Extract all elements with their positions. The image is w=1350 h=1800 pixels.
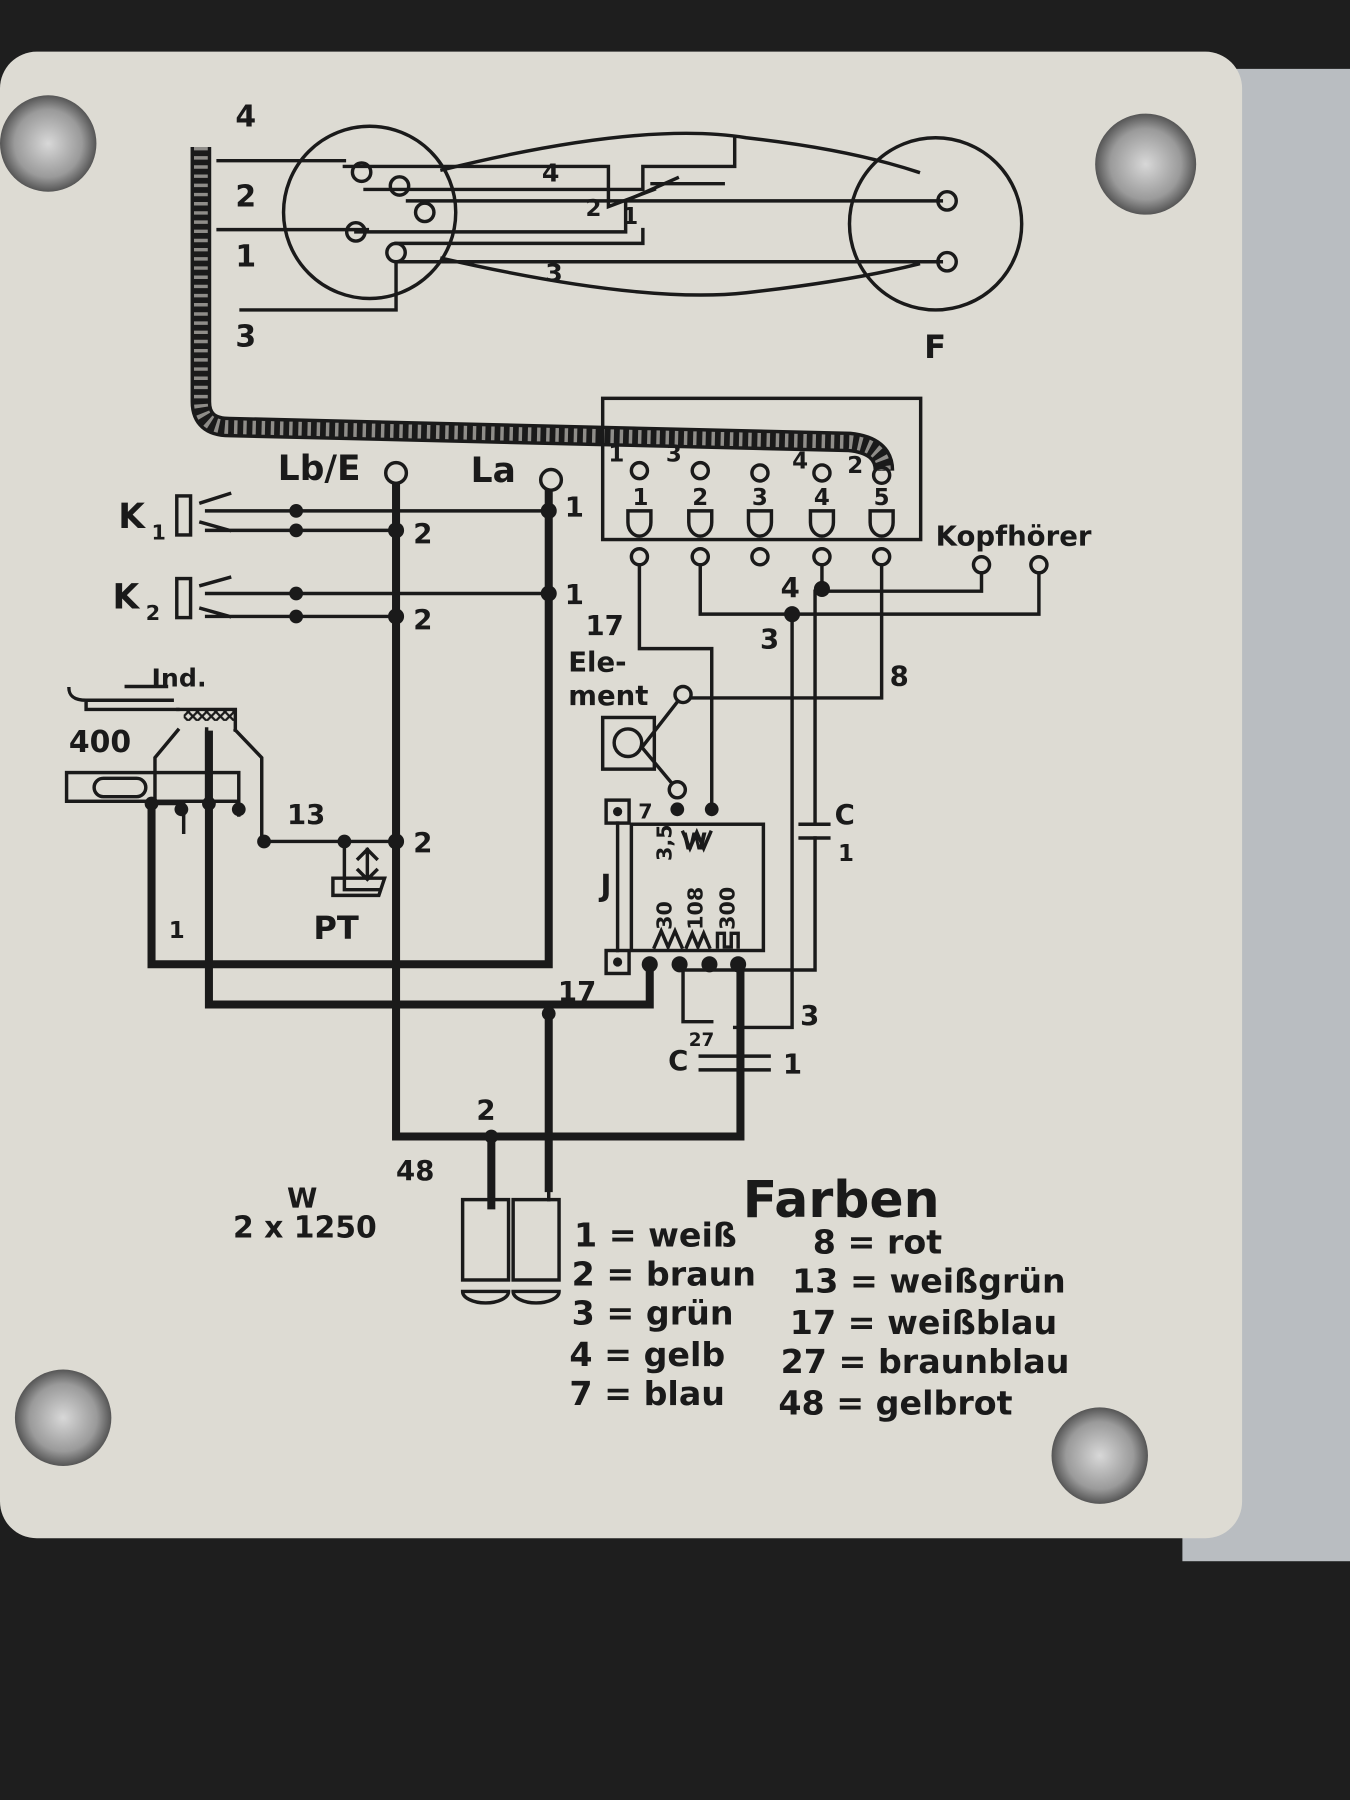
k1-subscript: 1	[152, 521, 166, 545]
wire-label: 3	[800, 1000, 819, 1032]
lb-e-label: Lb/E	[278, 449, 361, 489]
wire-label: 1	[565, 579, 584, 611]
element-label: Ele-	[568, 647, 626, 679]
k2-label: K	[113, 577, 141, 617]
winding-value: 30	[653, 901, 677, 930]
wire-label: 4	[235, 99, 256, 134]
legend-item: 27 = braunblau	[781, 1342, 1070, 1381]
legend-item: 3 = grün	[572, 1294, 734, 1333]
color-legend: Farben 1 = weiß 2 = braun 3 = grün 4 = g…	[569, 1170, 1069, 1422]
resistor-label: 400	[69, 725, 131, 760]
w-value: 2 x 1250	[233, 1211, 377, 1246]
legend-item: 2 = braun	[572, 1255, 756, 1294]
wire-label: 13	[287, 799, 325, 831]
element-label: ment	[568, 680, 648, 712]
w-label: W	[287, 1183, 317, 1215]
terminal-label: 2	[847, 453, 863, 479]
legend-item: 7 = blau	[569, 1374, 725, 1413]
headphones-label: Kopfhörer	[936, 520, 1092, 552]
legend-item: 4 = gelb	[569, 1335, 725, 1374]
legend-item: 48 = gelbrot	[778, 1383, 1012, 1422]
wire-label: 1	[169, 918, 185, 944]
handset-diagram: 4 2 1 3 4 2 1 3 F	[216, 99, 1024, 366]
wire-label: 7	[638, 799, 652, 823]
wire-label: 1	[783, 1048, 802, 1080]
coil-label: J	[598, 868, 611, 903]
terminal-label: 4	[792, 448, 808, 474]
wire-label: 1	[235, 239, 256, 274]
wire-label: 2	[476, 1094, 495, 1126]
wire-label: 1	[622, 204, 638, 230]
legend-item: 8 = rot	[813, 1223, 942, 1262]
terminal-number: 4	[814, 485, 830, 511]
legend-item: 17 = weißblau	[790, 1303, 1057, 1342]
wire-label: 17	[558, 976, 596, 1008]
capacitor-label: C	[835, 799, 855, 831]
wire-label: 3	[235, 320, 256, 355]
winding-label: W	[682, 829, 707, 855]
k2-subscript: 2	[146, 601, 160, 625]
wire-label: 1	[565, 492, 584, 524]
wire-label: 2	[413, 827, 432, 859]
wire-label: 8	[890, 660, 909, 692]
wire-label: 2	[235, 180, 256, 215]
capacitor-label: C	[668, 1045, 688, 1077]
terminal-label: 1	[608, 441, 624, 467]
ind-label: Ind.	[152, 663, 207, 692]
wire-label: 4	[542, 158, 560, 187]
wires	[147, 468, 745, 1210]
wire-label: 48	[396, 1155, 434, 1187]
terminal-block: 1 3 4 2 1 2 3 4 5 Kopfhörer	[600, 396, 1092, 575]
terminal-number: 1	[633, 485, 649, 511]
wire-label: 2	[413, 604, 432, 636]
legend-title: Farben	[743, 1170, 940, 1229]
terminal-label: 3	[666, 441, 682, 467]
legend-item: 13 = weißgrün	[792, 1262, 1066, 1301]
screw-icon	[0, 95, 1197, 1504]
pt-label: PT	[313, 909, 359, 947]
winding-value: 3,5	[653, 824, 677, 861]
wire-label: 2	[413, 518, 432, 550]
capacitor-superscript: 27	[689, 1030, 715, 1051]
capacitor-subscript: 1	[838, 841, 854, 867]
wire-label: 17	[585, 610, 623, 642]
terminal-number: 3	[752, 485, 768, 511]
wire-label: 3	[760, 624, 779, 656]
winding-value: 108	[684, 887, 708, 930]
handset-label: F	[924, 328, 946, 366]
terminal-number: 2	[692, 485, 708, 511]
legend-item: 1 = weiß	[574, 1216, 737, 1255]
wire-label: 3	[545, 258, 563, 287]
winding-value: 300	[716, 887, 740, 930]
k1-label: K	[118, 497, 146, 537]
terminal-number: 5	[874, 485, 890, 511]
wire-label: 2	[585, 196, 601, 222]
wire-label: 4	[781, 572, 800, 604]
la-label: La	[471, 451, 516, 491]
